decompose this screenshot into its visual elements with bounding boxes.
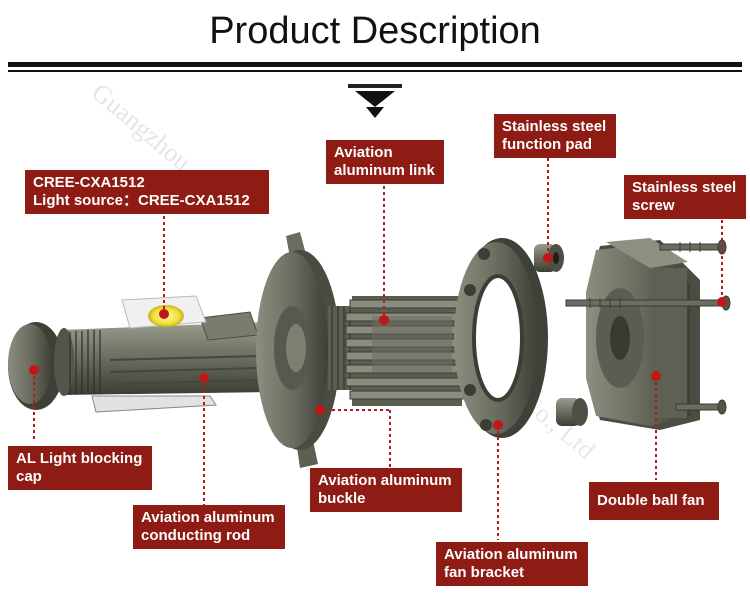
callout-fan-bracket-line2: fan bracket [444,564,525,581]
callout-steel-screw-line2: screw [632,197,675,214]
marker-light-source [159,309,169,319]
callout-blocking-cap-line2: cap [16,468,42,485]
title-rule-thick [8,62,742,67]
callout-double-ball-fan: Double ball fan [589,482,719,520]
down-arrow-inner-icon [366,107,384,118]
callout-light-source-line1: CREE-CXA1512 [33,174,145,191]
watermark: Guangzhou [86,77,196,176]
conducting-rod-part [54,295,272,413]
callout-aluminum-link: Aviation aluminum link [326,140,444,184]
callout-conducting-rod-line1: Aviation aluminum [141,509,275,526]
marker-conducting-rod [199,373,209,383]
marker-function-pad [543,253,553,263]
double-ball-fan-part [586,238,700,430]
page-title: Product Description [209,10,541,52]
fan-bracket-part [454,238,548,438]
callout-aluminum-link-line2: aluminum link [334,162,435,179]
callout-steel-screw-line1: Stainless steel [632,179,737,196]
callout-light-source: CREE-CXA1512 Light source：CREE-CXA1512 [25,170,269,214]
callout-conducting-rod-line2: conducting rod [141,527,251,544]
callout-blocking-cap-line1: AL Light blocking [16,450,143,467]
aluminum-buckle-part [256,232,354,468]
aluminum-link-part [345,296,469,406]
marker-blocking-cap [29,365,39,375]
callout-fan-bracket-line1: Aviation aluminum [444,546,578,563]
down-arrow-icon [355,91,395,107]
marker-buckle [315,405,325,415]
callout-function-pad-line1: Stainless steel [502,118,607,135]
arrow-bar [348,84,402,88]
function-pad-lower-part [556,398,588,426]
callout-aluminum-link-line1: Aviation [334,144,393,161]
callout-steel-screw: Stainless steel screw [624,175,746,219]
callout-aluminum-buckle-line2: buckle [318,490,366,507]
marker-fan-bracket [493,420,503,430]
callout-fan-bracket: Aviation aluminum fan bracket [436,542,588,586]
callout-double-ball-fan-line1: Double ball fan [597,492,705,509]
callout-aluminum-buckle-line1: Aviation aluminum [318,472,452,489]
marker-aluminum-link [379,315,389,325]
screw-threads [589,242,701,308]
callout-conducting-rod: Aviation aluminum conducting rod [133,505,285,549]
marker-double-ball-fan [651,371,661,381]
callout-light-source-line2: Light source：CREE-CXA1512 [33,192,250,209]
callout-aluminum-buckle: Aviation aluminum buckle [310,468,462,512]
callout-function-pad-line2: function pad [502,136,592,153]
callout-blocking-cap: AL Light blocking cap [8,446,152,490]
title-rule-thin [8,70,742,72]
marker-steel-screw [717,297,727,307]
callout-function-pad: Stainless steel function pad [494,114,616,158]
